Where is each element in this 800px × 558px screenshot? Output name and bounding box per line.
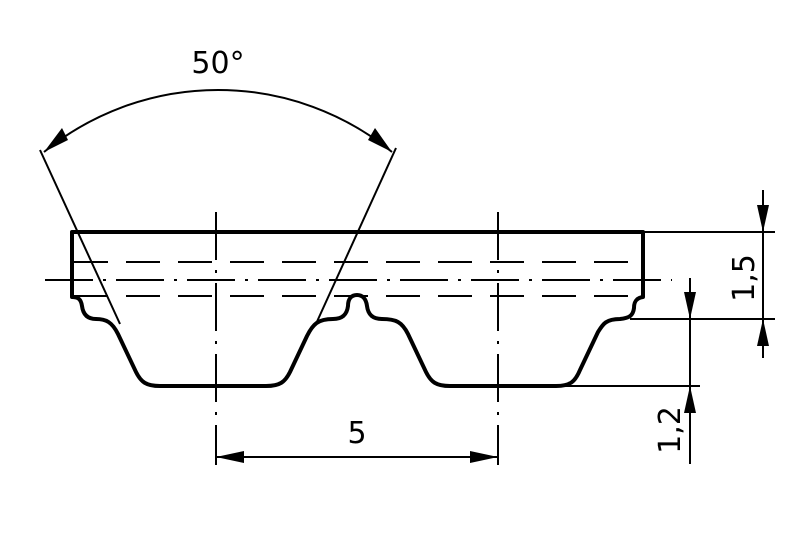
arrowhead-icon — [684, 386, 696, 413]
arrowhead-icon — [470, 451, 498, 463]
tooth-height-label: 1,2 — [653, 406, 688, 454]
flank-line-right — [314, 147, 397, 327]
arrowhead-icon — [757, 205, 769, 232]
angle-label: 50° — [191, 46, 244, 81]
arrowhead-icon — [684, 292, 696, 319]
arrowhead-icon — [216, 451, 244, 463]
arrowhead-icon — [757, 319, 769, 346]
arrowhead-icon — [368, 128, 392, 152]
flank-line-left — [39, 149, 121, 325]
pitch-label: 5 — [347, 416, 366, 451]
angle-dimension-arc — [43, 88, 393, 153]
arrowhead-icon — [44, 128, 68, 152]
belt-profile-outline — [70, 230, 645, 388]
belt-height-label: 1,5 — [727, 254, 762, 302]
